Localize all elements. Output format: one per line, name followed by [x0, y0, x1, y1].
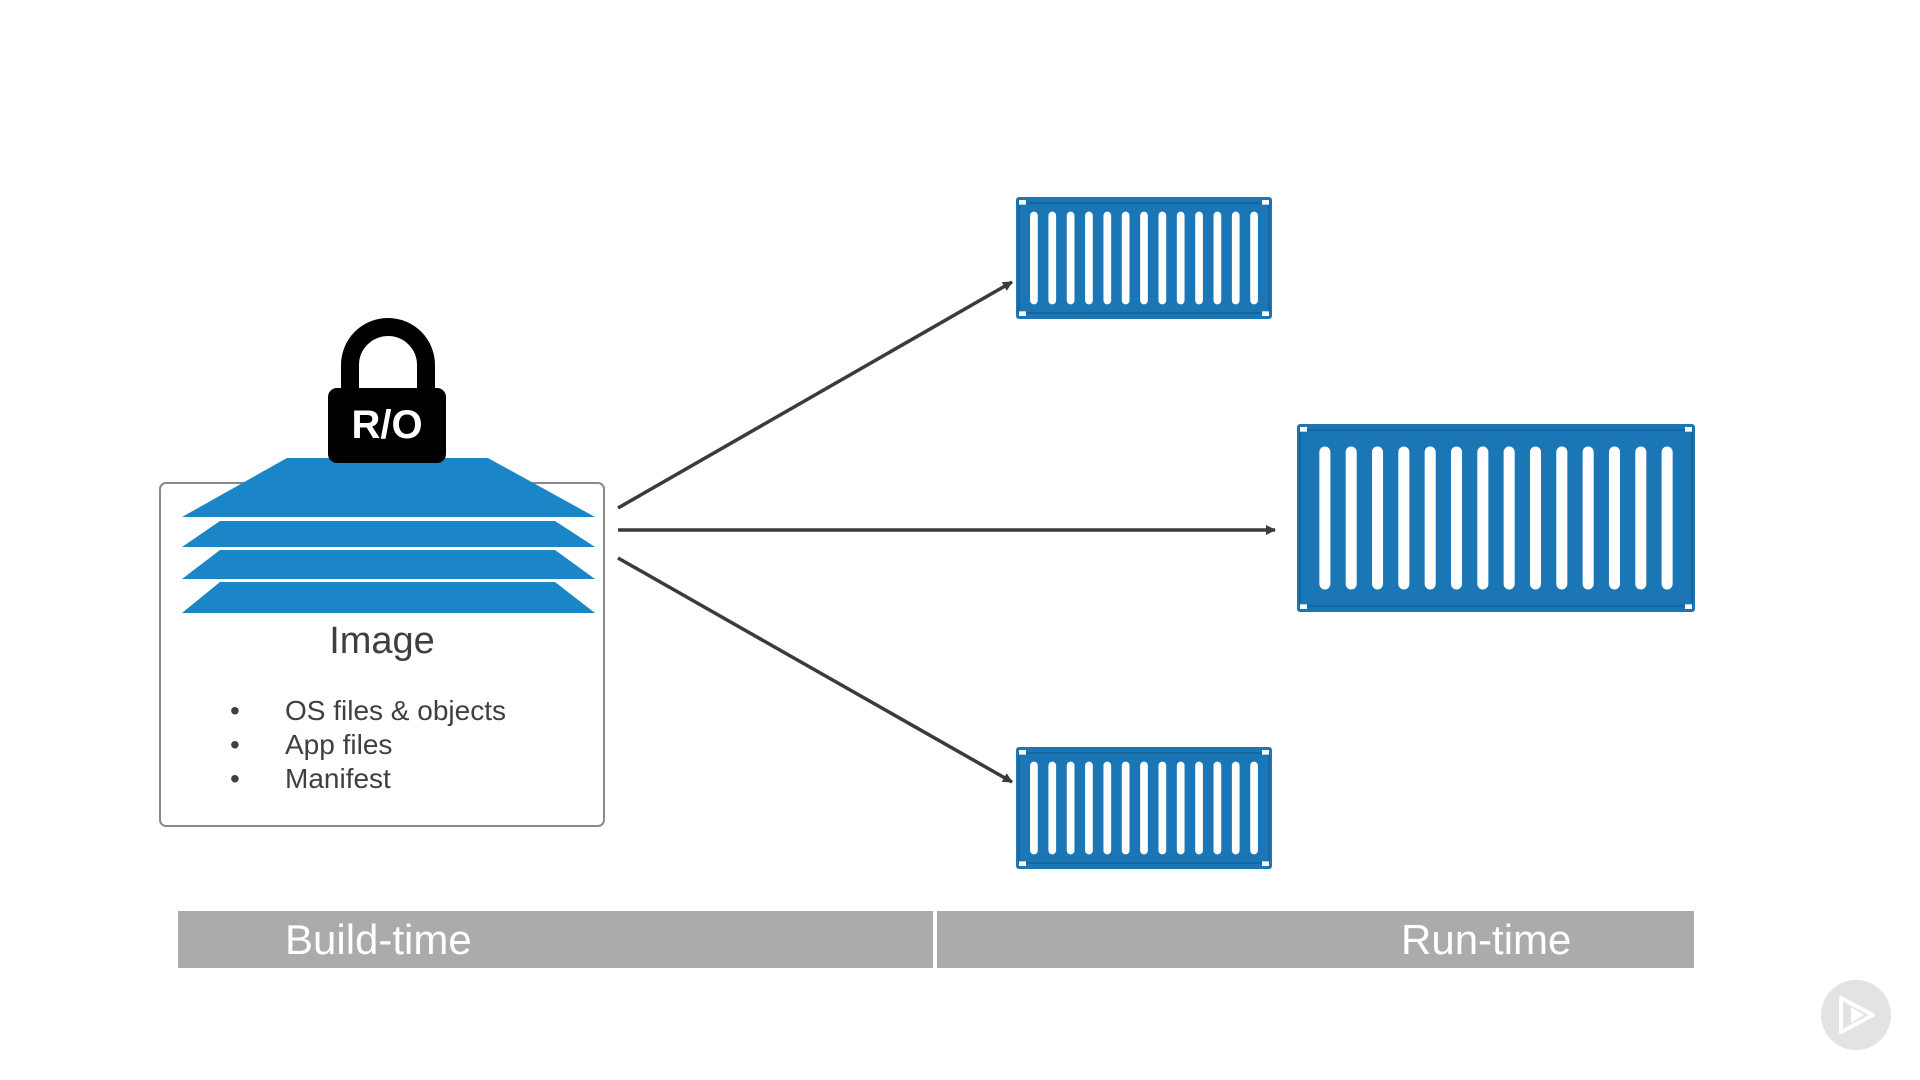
bullet-icon: •	[230, 729, 240, 760]
arrow-to-bottom-container	[617, 556, 1013, 784]
container-large-icon	[1297, 424, 1695, 612]
bullet-icon: •	[230, 695, 240, 726]
arrow-to-top-container	[617, 280, 1013, 510]
play-icon	[1839, 996, 1875, 1034]
arrows	[617, 280, 1276, 784]
play-button[interactable]	[1821, 980, 1891, 1050]
run-time-bar: Run-time	[937, 911, 1694, 968]
list-item: •App files	[230, 729, 393, 760]
list-item: •OS files & objects	[230, 695, 506, 726]
container-bottom-icon	[1016, 747, 1272, 869]
bullet-icon: •	[230, 763, 240, 794]
image-title: Image	[329, 620, 435, 662]
build-time-bar: Build-time	[178, 911, 933, 968]
container-top-icon	[1016, 197, 1272, 319]
list-item: •Manifest	[230, 763, 391, 794]
image-contents-list: •OS files & objects •App files •Manifest	[225, 694, 506, 796]
lock-label: R/O	[351, 403, 422, 447]
image-layer	[182, 458, 595, 517]
padlock-icon: R/O	[328, 318, 446, 463]
image-layer	[182, 521, 595, 547]
image-layer	[182, 550, 595, 579]
image-layer	[182, 582, 595, 613]
image-layers	[182, 458, 595, 613]
